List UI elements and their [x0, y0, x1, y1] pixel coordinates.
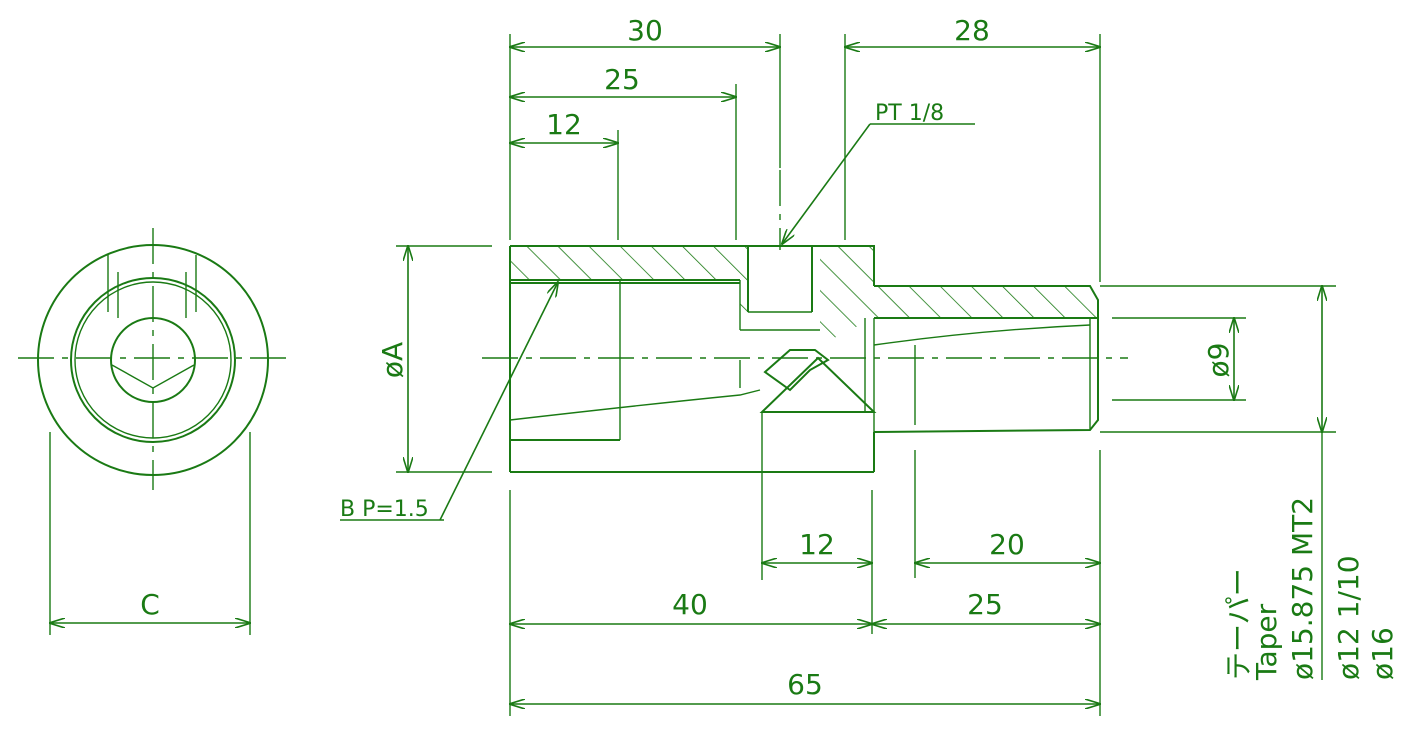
- bp-callout: B P=1.5: [340, 282, 558, 522]
- dimension-40: 40: [672, 588, 708, 621]
- dia-a-dimension: øA: [376, 246, 492, 472]
- dimension-25-bottom: 25: [967, 588, 1003, 621]
- pt-callout: PT 1/8: [782, 101, 975, 244]
- dimension-65: 65: [787, 668, 823, 701]
- dimension-12-top: 12: [546, 108, 582, 141]
- dimension-12-bottom: 12: [799, 528, 835, 561]
- bore-thread-curve: [509, 389, 761, 421]
- dia-9-dimension: ø9: [1112, 318, 1246, 400]
- dimension-c-label: C: [140, 588, 160, 621]
- hatch-port-left: [740, 246, 748, 330]
- bottom-dimensions: 12 20 40 25 65: [510, 450, 1100, 716]
- dimension-dia-9: ø9: [1202, 343, 1235, 378]
- dimension-dia-a: øA: [376, 342, 409, 378]
- dimension-30: 30: [627, 14, 663, 47]
- shank-outline: [873, 285, 1099, 433]
- center-cone-upper: [763, 349, 830, 392]
- pt-leader-line: [782, 123, 871, 244]
- taper-note-dia16: ø16: [1366, 627, 1399, 680]
- body-top-edge: [510, 245, 875, 286]
- taper-dimension: テーパー Taper ø15.875 MT2 ø12 1/10 ø16: [1100, 286, 1399, 681]
- taper-note-en: Taper: [1250, 603, 1283, 681]
- top-dimensions: 30 25 12 28: [510, 14, 1100, 282]
- hatch-top-wall-left: [510, 246, 740, 280]
- taper-note-ratio: ø12 1/10: [1332, 555, 1365, 680]
- dimension-20: 20: [989, 528, 1025, 561]
- dimension-25-top: 25: [604, 63, 640, 96]
- section-view: [482, 170, 1128, 580]
- hatch-shank-wall: [874, 286, 1098, 318]
- hatch-cone-wall: [820, 286, 874, 345]
- dimension-28: 28: [954, 14, 990, 47]
- center-cone-lower: [759, 356, 877, 413]
- taper-note-jp: テーパー: [1222, 568, 1255, 680]
- taper-note-mt2: ø15.875 MT2: [1286, 497, 1319, 680]
- bp-leader-line: [439, 282, 558, 521]
- bp-callout-label: B P=1.5: [340, 497, 429, 522]
- hatch-top-wall-right: [820, 246, 874, 286]
- pt-callout-label: PT 1/8: [875, 101, 944, 126]
- shank-taper-curve: [873, 324, 1091, 346]
- end-view: C: [18, 228, 288, 635]
